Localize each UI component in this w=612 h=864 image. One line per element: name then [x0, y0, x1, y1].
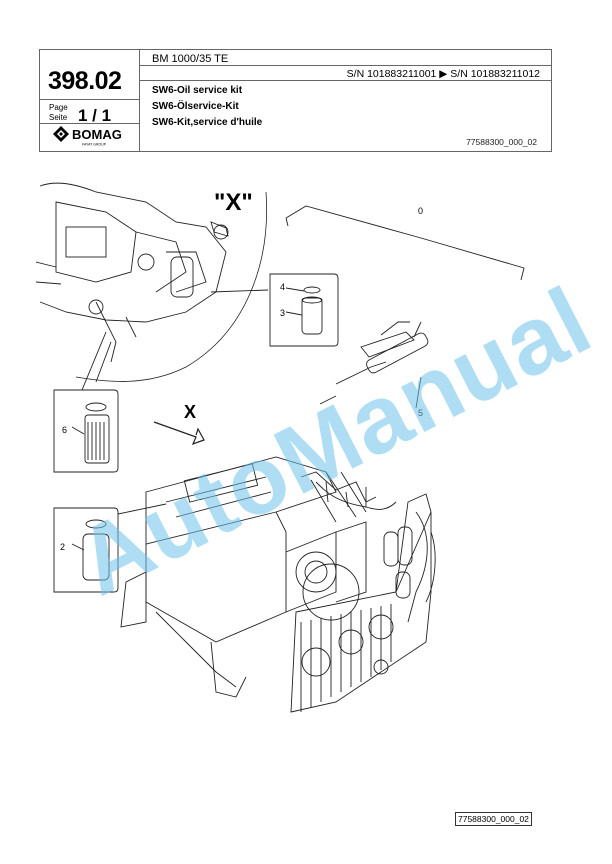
seite-label: Seite — [49, 113, 68, 122]
doc-id: 77588300_000_02 — [466, 137, 537, 147]
logo-sub: FAYAT GROUP — [82, 143, 107, 147]
callout-5: 5 — [418, 408, 423, 418]
footer-ref: 77588300_000_02 — [455, 812, 532, 826]
grease-gun — [319, 321, 429, 409]
page-label: Page — [49, 103, 68, 112]
bomag-logo: BOMAG FAYAT GROUP — [53, 126, 122, 147]
header-rule — [40, 123, 139, 124]
logo-text: BOMAG — [72, 127, 122, 142]
callout-0: 0 — [418, 206, 423, 216]
callout-3: 3 — [280, 308, 285, 318]
machine-model: BM 1000/35 TE — [152, 53, 229, 65]
callout-2: 2 — [60, 542, 65, 552]
header-rule — [140, 65, 551, 66]
arrow-x-label: X — [184, 402, 196, 422]
serial-range: S/N 101883211001 ▶ S/N 101883211012 — [346, 68, 540, 80]
page-value: 1 / 1 — [78, 106, 112, 125]
group-number: 398.02 — [48, 67, 122, 95]
title-en: SW6-Oil service kit — [152, 85, 243, 96]
callout-6: 6 — [62, 425, 67, 435]
title-fr: SW6-Kit,service d'huile — [152, 117, 263, 128]
header-box: BM 1000/35 TE S/N 101883211001 ▶ S/N 101… — [39, 49, 552, 152]
view-x-label: "X" — [214, 189, 253, 216]
detail-x-engine-sketch — [36, 182, 229, 363]
main-engine-drawing — [120, 456, 436, 713]
header-divider — [139, 50, 140, 151]
header-rule — [40, 99, 139, 100]
callout-4: 4 — [280, 282, 285, 292]
header-rule — [140, 80, 551, 81]
exploded-view-illustration: "X" X 0 2 3 4 5 6 — [36, 182, 525, 713]
title-de: SW6-Ölservice-Kit — [152, 101, 239, 112]
